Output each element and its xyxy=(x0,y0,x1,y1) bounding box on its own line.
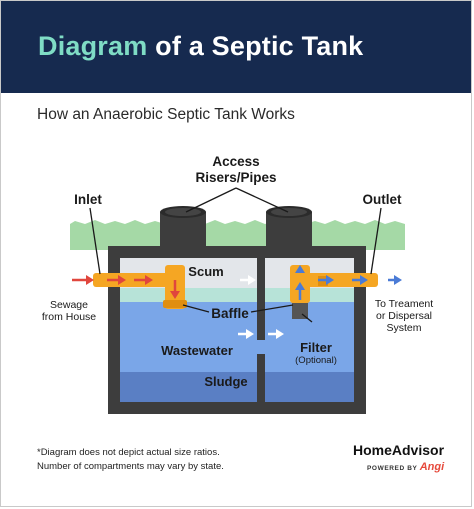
title-accent: Diagram xyxy=(38,31,148,61)
page-subtitle: How an Anaerobic Septic Tank Works xyxy=(37,106,295,123)
treatment-label-line1: To Treament xyxy=(375,298,433,310)
access-label-line2: Risers/Pipes xyxy=(195,170,276,185)
wastewater-label: Wastewater xyxy=(161,343,233,358)
sludge-left xyxy=(120,372,257,402)
footer-note-ratio: *Diagram does not depict actual size rat… xyxy=(37,447,220,458)
filter-note-label: (Optional) xyxy=(295,355,337,366)
wastewater-left xyxy=(120,302,257,372)
outlet-label: Outlet xyxy=(363,192,403,207)
filter-label: Filter xyxy=(300,340,332,355)
inlet-label: Inlet xyxy=(74,192,102,207)
sludge-label: Sludge xyxy=(204,374,247,389)
treatment-label-line3: System xyxy=(386,322,421,334)
leader-lines xyxy=(89,187,382,323)
grass-surface xyxy=(70,220,405,250)
powered-by-text: POWERED BY xyxy=(367,465,418,472)
powered-by-angi: POWERED BY Angi xyxy=(367,461,444,473)
wastewater-right xyxy=(265,302,354,372)
scum-label: Scum xyxy=(188,264,223,279)
title-rest: of a Septic Tank xyxy=(155,31,364,61)
scum-layer xyxy=(120,288,257,302)
page-title: Diagram of a Septic Tank xyxy=(38,31,363,62)
footer-note-compartments: Number of compartments may vary by state… xyxy=(37,461,224,472)
treatment-label-line2: or Dispersal xyxy=(376,310,432,322)
flow-arrows xyxy=(72,265,402,339)
angi-logo: Angi xyxy=(419,461,445,473)
baffle-label: Baffle xyxy=(211,306,249,321)
partition-opening xyxy=(257,340,265,354)
header-banner: Diagram of a Septic Tank xyxy=(1,1,471,93)
sludge-right xyxy=(265,372,354,402)
sewage-label-line1: Sewage xyxy=(50,299,88,311)
sewage-label-line2: from House xyxy=(42,311,96,323)
access-label-line1: Access xyxy=(212,154,259,169)
homeadvisor-logo: HomeAdvisor xyxy=(353,442,445,458)
